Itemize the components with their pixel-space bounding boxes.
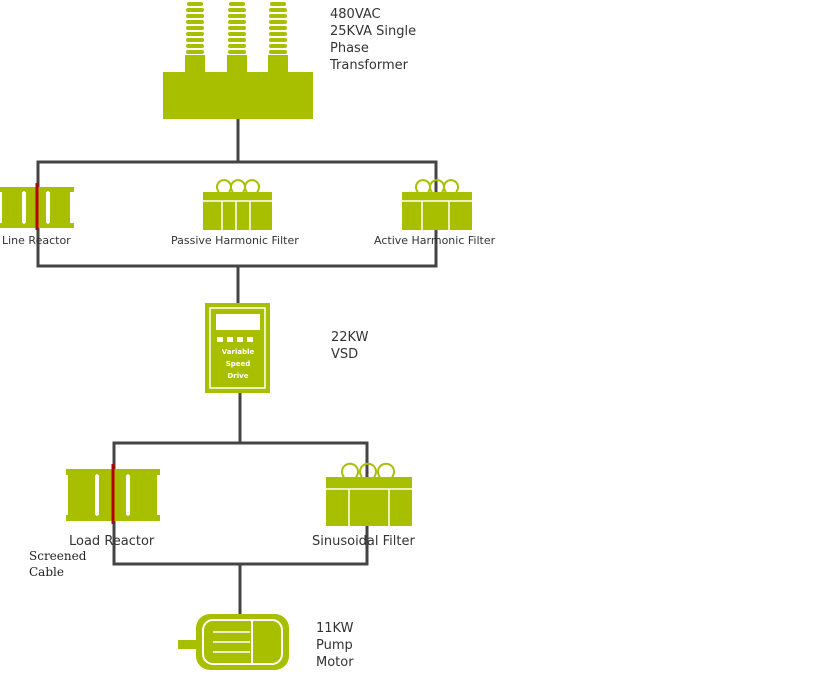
transformer-icon	[163, 2, 313, 119]
motor-label-line1: 11KW	[316, 621, 354, 636]
screened-cable-label-line1: Screened	[29, 549, 87, 563]
passive-filter-label: Passive Harmonic Filter	[171, 234, 299, 247]
passive-filter-icon	[203, 179, 272, 230]
motor-label-line2: Pump	[316, 638, 353, 653]
bushing-right	[269, 2, 287, 54]
transformer-label-line3: Phase	[330, 41, 369, 56]
bushing-left	[186, 2, 204, 54]
transformer-label-line4: Transformer	[329, 58, 409, 73]
load-reactor-label: Load Reactor	[69, 534, 155, 549]
bushing-middle	[228, 2, 246, 54]
line-reactor-label: Line Reactor	[2, 234, 71, 247]
sinusoidal-filter-icon	[326, 462, 412, 526]
motor-label-line3: Motor	[316, 655, 354, 670]
vsd-panel-text-1: Variable	[222, 348, 255, 356]
sinusoidal-filter-label: Sinusoidal Filter	[312, 534, 415, 549]
vsd-label-line1: 22KW	[331, 330, 369, 345]
active-filter-label: Active Harmonic Filter	[374, 234, 496, 247]
line-reactor-icon	[0, 183, 74, 230]
transformer-label-line1: 480VAC	[330, 7, 381, 22]
vsd-label-line2: VSD	[331, 347, 358, 362]
motor-icon	[178, 614, 289, 670]
transformer-label: 480VAC 25KVA Single Phase Transformer	[329, 7, 416, 73]
vsd-panel-text-2: Speed	[226, 360, 251, 368]
screened-cable-label-line2: Cable	[29, 565, 64, 579]
load-reactor-icon	[66, 464, 160, 524]
transformer-label-line2: 25KVA Single	[330, 24, 416, 39]
vsd-panel-text-3: Drive	[228, 372, 249, 380]
vsd-icon: Variable Speed Drive	[205, 303, 270, 393]
active-filter-icon	[402, 179, 472, 230]
